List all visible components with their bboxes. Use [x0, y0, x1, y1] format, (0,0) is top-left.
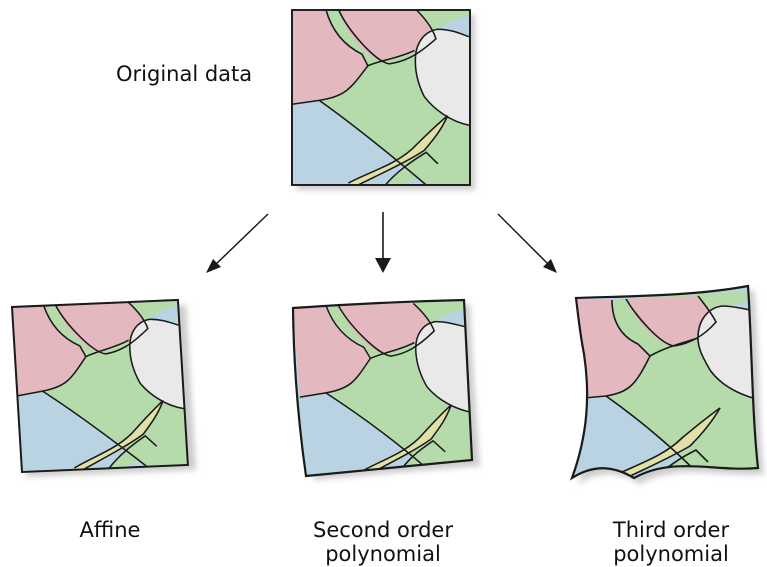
original-map-content — [291, 9, 471, 186]
second-order-map — [291, 298, 480, 480]
third-order-map — [569, 284, 764, 484]
arrow-right — [497, 213, 557, 273]
arrow-left — [206, 213, 269, 273]
original-map — [291, 9, 475, 190]
second-order-label-line2: polynomial — [325, 542, 441, 566]
arrow-down — [375, 212, 391, 273]
affine-map — [10, 298, 196, 477]
affine-label: Affine — [79, 518, 141, 542]
second-order-label-line1: Second order — [313, 518, 453, 542]
original-data-label: Original data — [116, 62, 253, 86]
third-order-label-line1: Third order — [612, 518, 730, 542]
third-order-label-line2: polynomial — [613, 542, 729, 566]
